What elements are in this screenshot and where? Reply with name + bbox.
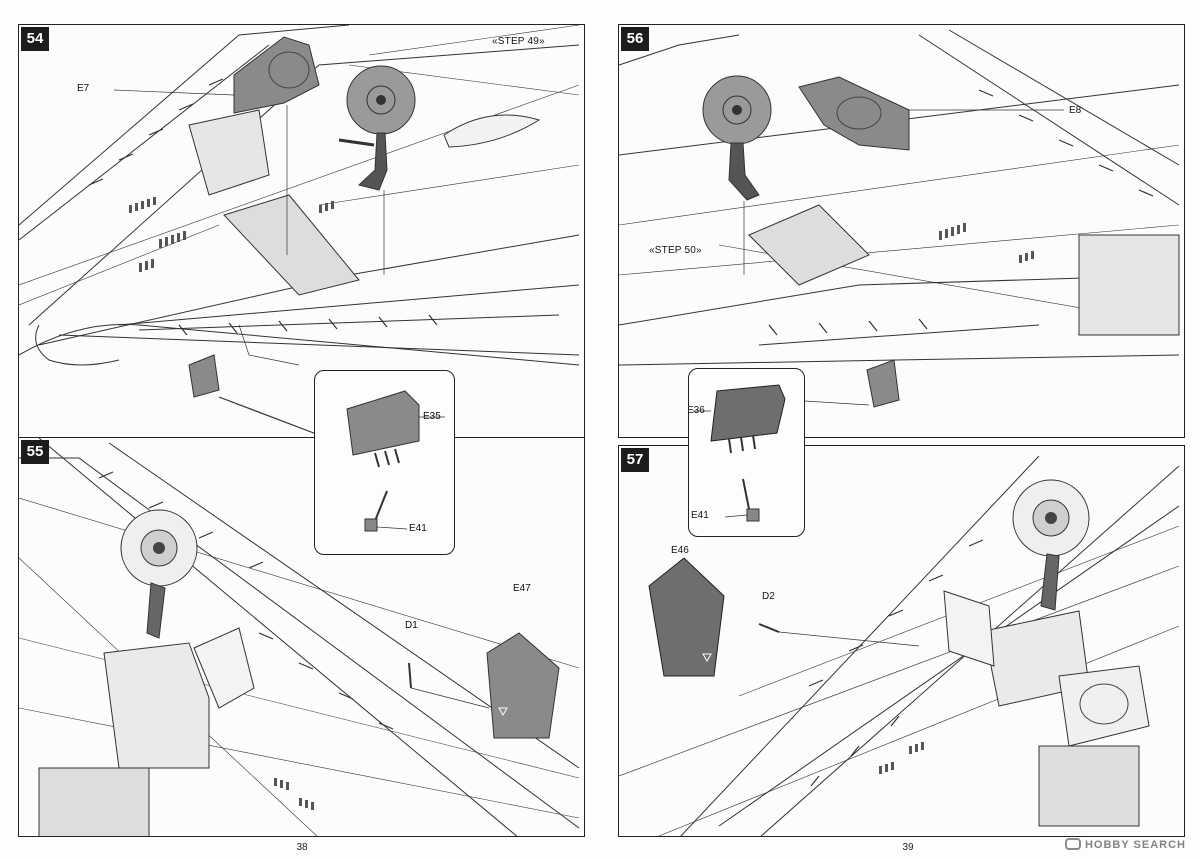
step-54-illustration [19,25,580,436]
callout-detail-right: E36 E41 [688,368,805,537]
part-label-e46: E46 [671,545,689,556]
part-label-e7: E7 [77,83,90,94]
step-reference-label-56: «STEP 50» [649,245,702,256]
step-54-panel: 54 E7 «STEP 49» [18,24,585,438]
watermark-text: HOBBY SEARCH [1084,839,1186,851]
part-label-e41-left: E41 [409,523,427,534]
logo-mark-icon [1064,838,1081,850]
step-55-number: 55 [21,440,49,464]
step-reference-label: «STEP 49» [492,36,545,47]
part-label-e36: E36 [688,405,705,416]
page-number-right: 39 [902,842,914,853]
callout-detail-left: E35 E41 [314,370,455,555]
part-label-e47: E47 [513,583,531,594]
step-56-number: 56 [621,27,649,51]
step-55-illustration [19,438,580,836]
part-label-d1: D1 [405,620,418,631]
left-page: 54 E7 «STEP 49» [18,24,585,853]
right-page: 56 E8 «STEP 50» [600,0,1200,859]
step-57-number: 57 [621,448,649,472]
part-label-d2: D2 [762,591,775,602]
part-label-e41-right: E41 [691,510,709,521]
page-number-left: 38 [296,842,308,853]
hobby-search-watermark: HOBBY SEARCH [1064,838,1186,851]
step-56-illustration [619,29,1180,408]
part-label-e35: E35 [423,411,441,422]
step-54-number: 54 [21,27,49,51]
part-label-e8: E8 [1069,105,1082,116]
step-57-panel: 57 E46 D2 [618,445,1185,837]
step-57-illustration [619,455,1180,836]
step-55-panel: 55 D1 E47 [18,437,585,837]
